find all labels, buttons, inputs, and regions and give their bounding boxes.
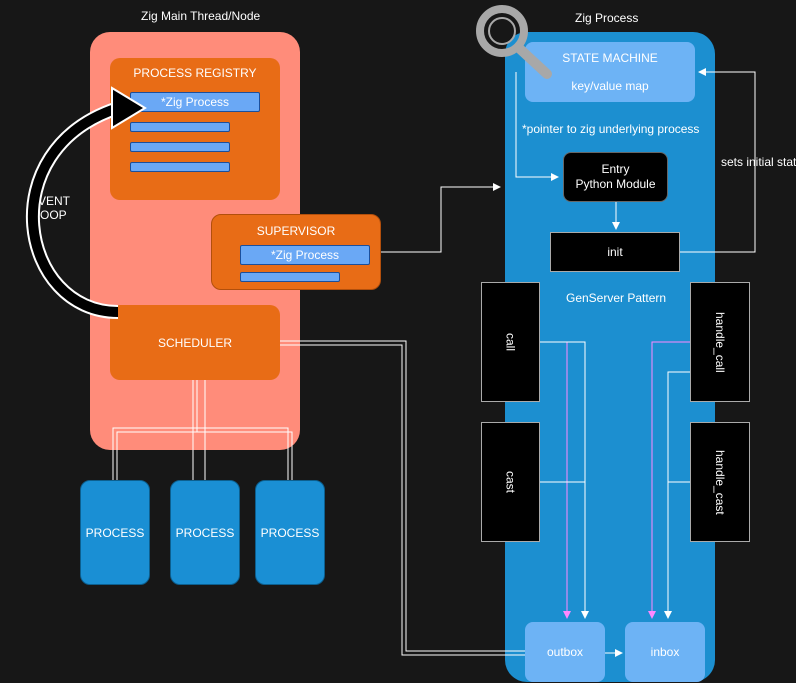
zig-process-title: Zig Process <box>575 11 639 25</box>
state-machine-title: STATE MACHINE <box>562 51 658 65</box>
supervisor-entry[interactable] <box>240 272 340 282</box>
process-box[interactable]: PROCESS <box>80 480 150 585</box>
call-label: call <box>503 332 518 351</box>
state-machine-subtitle: key/value map <box>571 79 649 93</box>
cast-process[interactable]: cast <box>481 422 540 542</box>
process-box[interactable]: PROCESS <box>255 480 325 585</box>
registry-entry[interactable] <box>130 162 230 172</box>
call-process[interactable]: call <box>481 282 540 402</box>
supervisor-title: SUPERVISOR <box>256 224 336 238</box>
init-process[interactable]: init <box>550 232 680 272</box>
handle-call-label: handle_call <box>713 311 727 373</box>
cast-label: cast <box>503 470 518 493</box>
sets-initial-state-label: sets initial state <box>721 155 796 169</box>
outbox[interactable]: outbox <box>525 622 605 682</box>
registry-zig-process-entry[interactable]: *Zig Process <box>130 92 260 112</box>
inbox[interactable]: inbox <box>625 622 705 682</box>
registry-entry[interactable] <box>130 142 230 152</box>
process-registry-title: PROCESS REGISTRY <box>133 66 257 80</box>
scheduler[interactable]: SCHEDULER <box>110 305 280 380</box>
handle-call-process[interactable]: handle_call <box>690 282 750 402</box>
genserver-label: GenServer Pattern <box>566 291 667 305</box>
pointer-note: *pointer to zig underlying process <box>522 122 700 136</box>
state-machine[interactable]: STATE MACHINE key/value map <box>525 42 695 102</box>
process-box[interactable]: PROCESS <box>170 480 240 585</box>
event-loop-label: EVENT LOOP <box>29 194 70 222</box>
supervisor-to-process-arrow <box>381 183 501 253</box>
registry-entry[interactable] <box>130 122 230 132</box>
supervisor-zig-process-entry[interactable]: *Zig Process <box>240 245 370 265</box>
handle-cast-label: handle_cast <box>713 449 727 515</box>
main-node-title: Zig Main Thread/Node <box>141 9 261 23</box>
entry-python-module[interactable]: Entry Python Module <box>563 152 668 202</box>
handle-cast-process[interactable]: handle_cast <box>690 422 750 542</box>
